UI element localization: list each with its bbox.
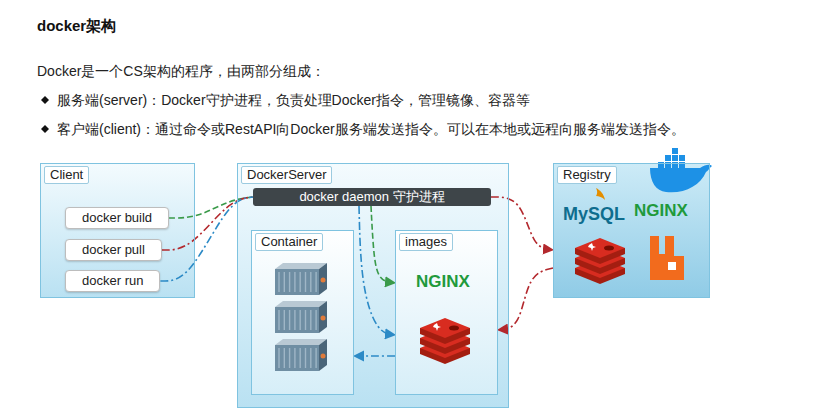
connector — [491, 197, 553, 250]
bullet-text: 客户端(client)：通过命令或RestAPI向Docker服务端发送指令。可… — [57, 121, 685, 139]
connector — [371, 206, 395, 283]
container-panel: Container — [251, 230, 354, 395]
container-icon — [275, 339, 327, 371]
server-panel: DockerServer docker daemon 守护进程 Container i… — [237, 163, 509, 408]
container-icon — [275, 263, 327, 295]
command-label: docker build — [82, 210, 152, 225]
mysql-dolphin — [596, 188, 605, 200]
title: docker架构 — [37, 17, 116, 36]
bullet-text: 服务端(server)：Docker守护进程，负责处理Docker指令，管理镜像… — [57, 92, 530, 110]
container-icon — [275, 301, 327, 333]
panel-fill — [395, 230, 498, 395]
panel-fill — [251, 230, 354, 395]
command-button: docker build — [65, 207, 169, 229]
nginx-logo: NGINX — [416, 272, 470, 292]
panel-header: images — [399, 233, 453, 251]
panel-fill — [40, 163, 195, 298]
command-button: docker run — [65, 270, 160, 292]
intro-text: Docker是一个CS架构的程序，由两部分组成： — [37, 63, 325, 81]
connector — [354, 355, 395, 357]
command-button: docker pull — [65, 239, 162, 261]
redis-icon — [575, 238, 625, 284]
connector — [498, 268, 553, 330]
redis-icon — [420, 318, 470, 364]
panel-fills — [40, 163, 710, 408]
command-label: docker pull — [82, 242, 145, 257]
docker-whale — [650, 148, 712, 192]
connector — [359, 206, 395, 335]
rabbitmq-icon — [650, 236, 684, 280]
images-panel: images — [395, 230, 498, 395]
client-panel: Client docker build docker pull docker run — [40, 163, 195, 298]
bullet-diamond — [41, 96, 49, 104]
daemon-label: docker daemon 守护进程 — [299, 189, 444, 204]
bullet-diamond — [41, 125, 49, 133]
connector — [160, 197, 253, 281]
nginx-logo: NGINX — [634, 201, 688, 221]
mysql-logo: MySQL — [563, 204, 625, 225]
icons — [41, 96, 712, 371]
registry-panel: Registry — [553, 163, 710, 298]
panel-header: DockerServer — [241, 166, 332, 184]
panel-header: Container — [255, 233, 323, 251]
panel-header: Client — [44, 166, 89, 184]
panel-header: Registry — [557, 166, 617, 184]
daemon-bar: docker daemon 守护进程 — [253, 188, 491, 206]
panel-fill — [237, 163, 509, 408]
command-label: docker run — [82, 273, 143, 288]
